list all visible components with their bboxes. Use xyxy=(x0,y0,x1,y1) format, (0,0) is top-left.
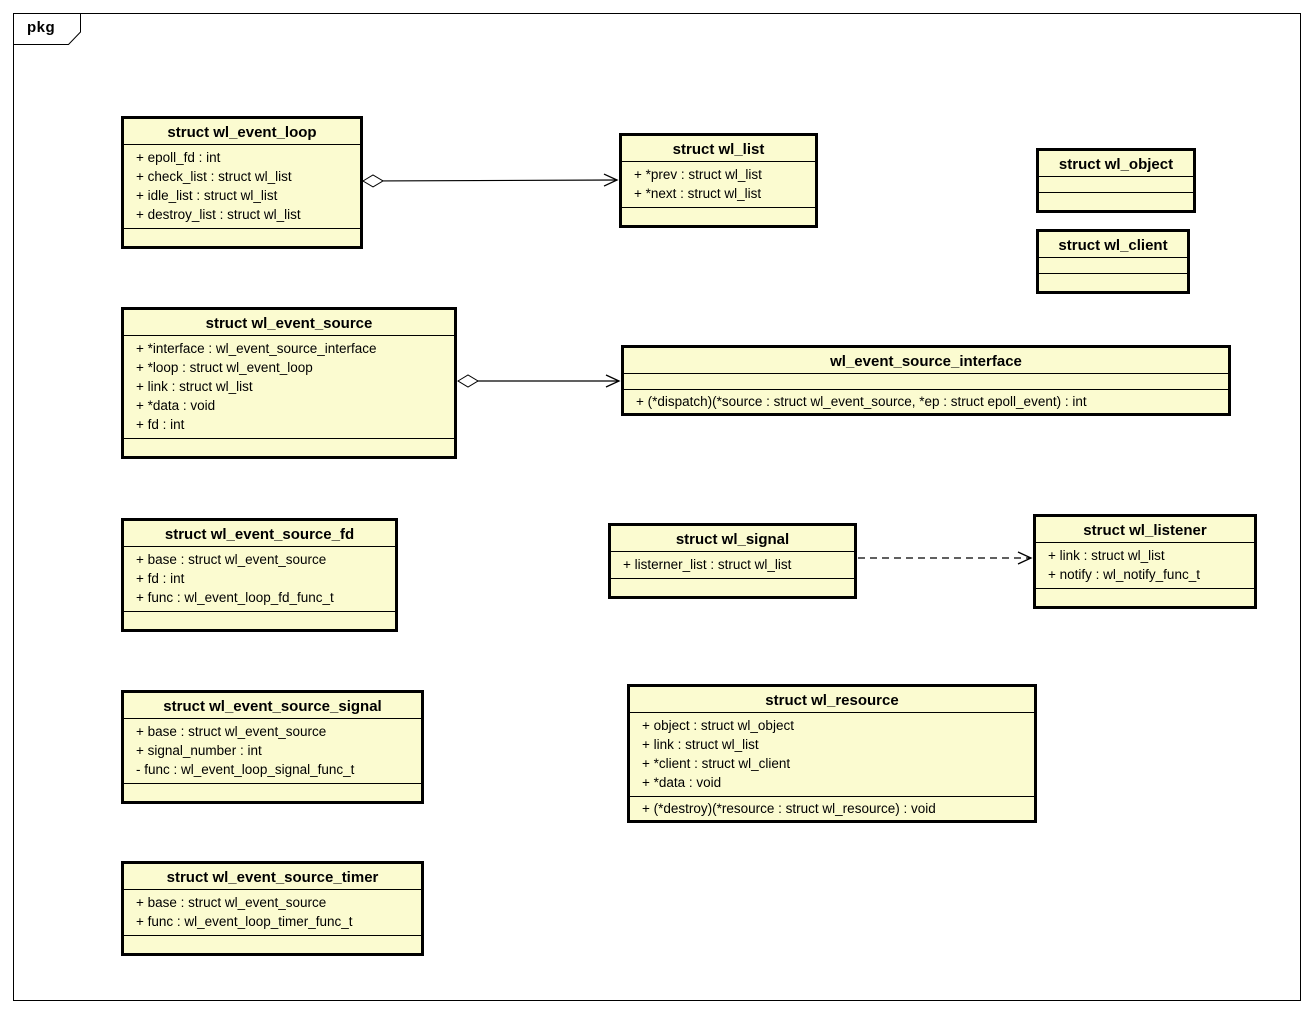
attributes-compartment: + epoll_fd : int + check_list : struct wl… xyxy=(124,145,360,229)
class-wl_event_source: struct wl_event_source+ *interface : wl_… xyxy=(121,307,457,459)
operation-row: + (*destroy)(*resource : struct wl_resou… xyxy=(642,801,936,816)
class-title: struct wl_signal xyxy=(611,526,854,552)
attribute-row: + base : struct wl_event_source xyxy=(136,895,327,910)
attribute-row: + idle_list : struct wl_list xyxy=(136,188,278,203)
class-title: struct wl_event_source xyxy=(124,310,454,336)
attribute-row: + *data : void xyxy=(642,775,722,790)
class-title: struct wl_resource xyxy=(630,687,1034,713)
attribute-row: + link : struct wl_list xyxy=(1048,548,1165,563)
attribute-row: + link : struct wl_list xyxy=(136,379,253,394)
class-title: struct wl_client xyxy=(1039,232,1187,258)
attribute-row: + link : struct wl_list xyxy=(642,737,759,752)
attributes-compartment: + object : struct wl_object + link : stru… xyxy=(630,713,1034,797)
attribute-row: + *prev : struct wl_list xyxy=(634,167,762,182)
class-title: struct wl_object xyxy=(1039,151,1193,177)
attribute-row: + destroy_list : struct wl_list xyxy=(136,207,301,222)
operations-compartment xyxy=(124,784,421,801)
class-wl_event_source_interface: wl_event_source_interface + (*dispatch)(*… xyxy=(621,345,1231,416)
operations-compartment xyxy=(622,208,815,225)
class-wl_resource: struct wl_resource+ object : struct wl_o… xyxy=(627,684,1037,823)
class-title: struct wl_event_loop xyxy=(124,119,360,145)
attributes-compartment: + *prev : struct wl_list + *next : struct… xyxy=(622,162,815,208)
class-title: struct wl_event_source_fd xyxy=(124,521,395,547)
class-wl_list: struct wl_list+ *prev : struct wl_list+ … xyxy=(619,133,818,228)
class-wl_client: struct wl_client xyxy=(1036,229,1190,294)
operations-compartment: + (*dispatch)(*source : struct wl_event_… xyxy=(624,390,1228,413)
class-wl_object: struct wl_object xyxy=(1036,148,1196,213)
attribute-row: + base : struct wl_event_source xyxy=(136,724,327,739)
attribute-row: + base : struct wl_event_source xyxy=(136,552,327,567)
class-title: struct wl_listener xyxy=(1036,517,1254,543)
attribute-row: - func : wl_event_loop_signal_func_t xyxy=(136,762,355,777)
attributes-compartment: + link : struct wl_list + notify : wl_not… xyxy=(1036,543,1254,589)
attribute-row: + notify : wl_notify_func_t xyxy=(1048,567,1200,582)
package-label: pkg xyxy=(27,19,56,36)
class-wl_event_source_timer: struct wl_event_source_timer+ base : str… xyxy=(121,861,424,956)
class-title: struct wl_list xyxy=(622,136,815,162)
attribute-row: + epoll_fd : int xyxy=(136,150,221,165)
attributes-compartment: + *interface : wl_event_source_interface… xyxy=(124,336,454,439)
attribute-row: + *data : void xyxy=(136,398,216,413)
operations-compartment xyxy=(124,612,395,629)
operations-compartment xyxy=(611,579,854,596)
class-wl_signal: struct wl_signal + listerner_list : struc… xyxy=(608,523,857,599)
attribute-row: + *client : struct wl_client xyxy=(642,756,791,771)
attribute-row: + *next : struct wl_list xyxy=(634,186,762,201)
attribute-row: + fd : int xyxy=(136,571,185,586)
operations-compartment xyxy=(124,439,454,456)
operations-compartment xyxy=(1036,589,1254,606)
attributes-compartment: + base : struct wl_event_source + fd : in… xyxy=(124,547,395,612)
attribute-row: + func : wl_event_loop_fd_func_t xyxy=(136,590,334,605)
operations-compartment xyxy=(1039,274,1187,291)
operations-compartment xyxy=(124,229,360,246)
class-wl_event_loop: struct wl_event_loop + epoll_fd : int + ch… xyxy=(121,116,363,249)
connector-wl_event_loop-to-wl_list xyxy=(362,173,619,188)
class-wl_event_source_signal: struct wl_event_source_signal+ base : st… xyxy=(121,690,424,804)
attribute-row: + check_list : struct wl_list xyxy=(136,169,292,184)
class-title: struct wl_event_source_timer xyxy=(124,864,421,890)
attributes-compartment: + base : struct wl_event_source + func : … xyxy=(124,890,421,936)
attribute-row: + object : struct wl_object xyxy=(642,718,794,733)
class-wl_event_source_fd: struct wl_event_source_fd+ base : struct… xyxy=(121,518,398,632)
attribute-row: + fd : int xyxy=(136,417,185,432)
attributes-compartment: + base : struct wl_event_source + signal_… xyxy=(124,719,421,784)
operations-compartment xyxy=(1039,193,1193,210)
attributes-compartment xyxy=(1039,177,1193,193)
operations-compartment: + (*destroy)(*resource : struct wl_resou… xyxy=(630,797,1034,820)
class-title: struct wl_event_source_signal xyxy=(124,693,421,719)
attribute-row: + listerner_list : struct wl_list xyxy=(623,557,792,572)
attributes-compartment: + listerner_list : struct wl_list xyxy=(611,552,854,579)
operation-row: + (*dispatch)(*source : struct wl_event_… xyxy=(636,394,1087,409)
attribute-row: + signal_number : int xyxy=(136,743,262,758)
attributes-compartment xyxy=(624,374,1228,390)
attribute-row: + *loop : struct wl_event_loop xyxy=(136,360,313,375)
class-title: wl_event_source_interface xyxy=(624,348,1228,374)
operations-compartment xyxy=(124,936,421,953)
attributes-compartment xyxy=(1039,258,1187,274)
class-wl_listener: struct wl_listener+ link : struct wl_lis… xyxy=(1033,514,1257,609)
attribute-row: + *interface : wl_event_source_interface xyxy=(136,341,377,356)
attribute-row: + func : wl_event_loop_timer_func_t xyxy=(136,914,353,929)
